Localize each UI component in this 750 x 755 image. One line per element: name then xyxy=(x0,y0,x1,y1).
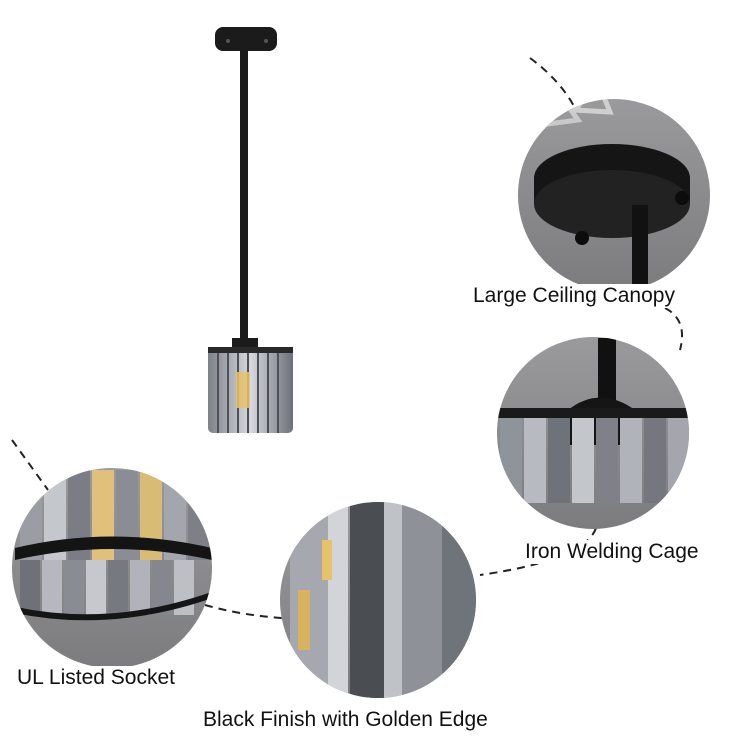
pendant-light-icon xyxy=(208,27,293,433)
cage-detail-circle xyxy=(497,337,689,529)
cage-label: Iron Welding Cage xyxy=(522,540,702,564)
finish-label: Black Finish with Golden Edge xyxy=(200,708,491,732)
canopy-detail-circle xyxy=(518,99,710,291)
socket-label: UL Listed Socket xyxy=(14,666,178,690)
canopy-label: Large Ceiling Canopy xyxy=(470,284,678,308)
socket-detail-circle xyxy=(12,468,212,668)
finish-detail-circle xyxy=(280,502,476,698)
